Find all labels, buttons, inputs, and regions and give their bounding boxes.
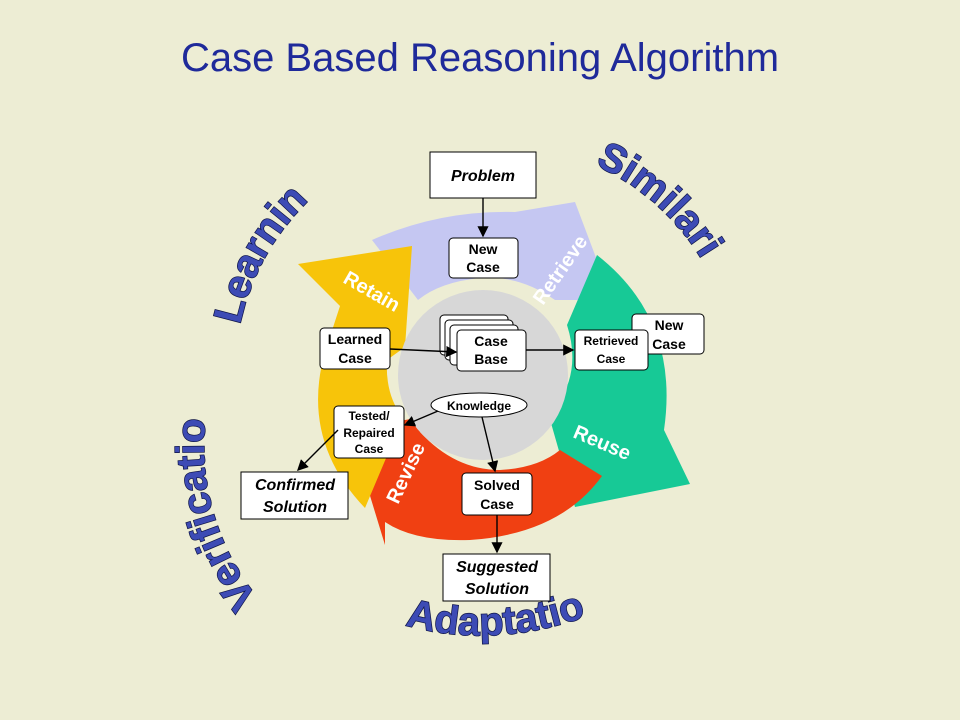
confirmed-solution-line2: Solution [263,499,327,516]
learned-case-box [319,327,391,370]
similarity-word: Similarity [0,0,732,265]
solved-case-line1: Solved [474,477,520,493]
new-case-box-top [448,237,519,279]
problem-label: Problem [451,168,515,185]
new-case-right-line2: Case [652,336,686,352]
svg-text:Similarity: Similarity [0,0,731,264]
suggested-solution-line2: Solution [465,581,529,598]
arrow-knowledge-to-tested [403,410,439,427]
arrow-knowledge-to-solved [481,416,499,473]
tested-case-line2: Repaired [343,426,394,440]
arrow-learned-to-casebase [389,345,458,358]
suggested-solution-line1: Suggested [456,559,539,576]
knowledge-label: Knowledge [447,399,511,413]
learning-word: Learning [0,0,316,328]
solved-case-line2: Case [480,496,514,512]
learned-case-line2: Case [338,350,372,366]
retrieved-case-line1: Retrieved [584,334,639,348]
retrieved-case-box [574,329,649,371]
knowledge-ellipse [430,392,528,418]
svg-text:Learning: Learning [0,0,315,327]
case-base-line2: Base [474,351,508,367]
problem-box [429,151,537,199]
confirmed-solution-box [240,471,349,520]
suggested-solution-box [442,553,551,602]
new-case-top-line2: Case [466,259,500,275]
arrow-tested-to-confirmed [297,429,339,471]
page-title: Case Based Reasoning Algorithm [180,36,780,80]
tested-case-box [333,405,405,459]
new-case-right-line1: New [655,317,684,333]
retrieved-case-line2: Case [597,352,626,366]
new-case-top-line1: New [469,241,498,257]
case-base-line1: Case [474,333,508,349]
reuse-segment [543,255,690,507]
confirmed-solution-line1: Confirmed [255,477,336,494]
learned-case-line1: Learned [328,331,382,347]
tested-case-line1: Tested/ [348,409,390,423]
tested-case-line3: Case [355,442,384,456]
